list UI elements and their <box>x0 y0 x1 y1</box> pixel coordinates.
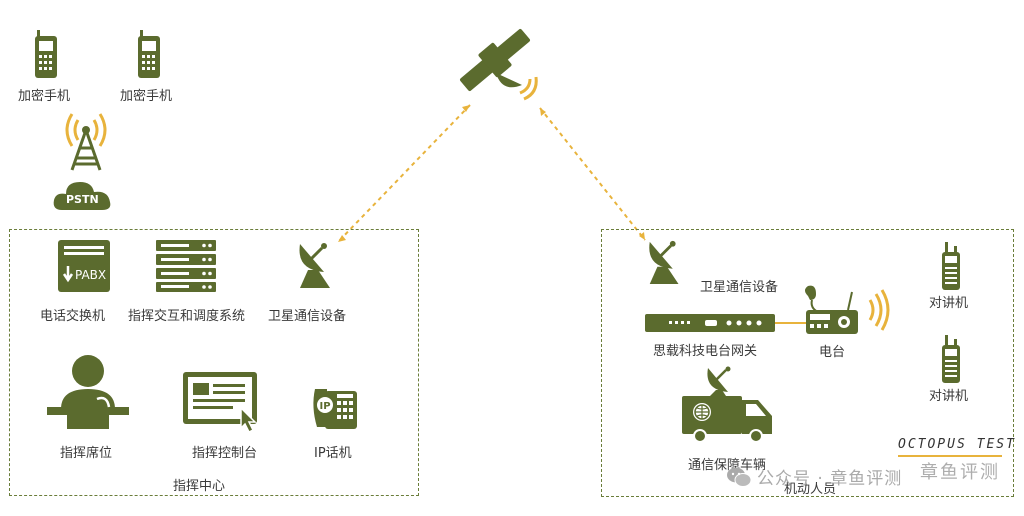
encrypted-phone-label-1: 加密手机 <box>18 89 71 104</box>
watermark-wechat: 公众号 · 章鱼评测 <box>757 469 903 489</box>
encrypted-phone-icon-2 <box>138 30 160 78</box>
radio-gateway-icon <box>645 314 775 332</box>
wechat-icon <box>727 467 752 487</box>
dispatch-label: 指挥交互和调度系统 <box>128 309 246 324</box>
walkie-talkie-icon-2 <box>942 335 960 383</box>
server-rack-icon <box>156 240 216 292</box>
mobile-satellite-dish-icon <box>649 240 679 285</box>
console-label: 指挥控制台 <box>192 446 258 461</box>
signal-waves-icon <box>868 289 890 331</box>
watermark-brand-cn: 章鱼评测 <box>920 462 1000 483</box>
radio-tower-icon <box>65 113 107 171</box>
encrypted-phone-label-2: 加密手机 <box>120 89 173 104</box>
radio-label: 电台 <box>819 345 846 360</box>
vehicle-label: 通信保障车辆 <box>688 458 767 473</box>
mobile-title: 机动人员 <box>784 482 837 497</box>
comm-vehicle-icon <box>682 366 772 443</box>
pabx-label: 电话交换机 <box>40 309 106 324</box>
pabx-icon <box>58 240 110 292</box>
command-center-title: 指挥中心 <box>173 479 226 494</box>
walkie-label-1: 对讲机 <box>929 296 969 311</box>
walkie-talkie-icon-1 <box>942 242 960 290</box>
command-center-frame <box>9 229 419 496</box>
gateway-label: 思载科技电台网关 <box>653 344 758 359</box>
pstn-cloud-icon <box>53 182 111 210</box>
operator-seat-icon <box>47 355 129 429</box>
command-satellite-label: 卫星通信设备 <box>268 309 347 324</box>
control-console-icon <box>183 372 257 434</box>
watermark-rule <box>898 455 1002 457</box>
pstn-label: PSTN <box>66 193 99 206</box>
svg-text:IP: IP <box>319 401 330 412</box>
satellite-dish-icon <box>299 243 330 288</box>
watermark-brand-en: OCTOPUS TEST <box>898 437 1016 452</box>
mobile-satellite-label: 卫星通信设备 <box>700 280 779 295</box>
ip-phone-icon: IP <box>313 389 357 429</box>
seat-label: 指挥席位 <box>60 446 113 461</box>
satellite-icon <box>460 28 538 101</box>
ipphone-label: IP话机 <box>314 446 352 461</box>
mobile-frame <box>601 229 1014 497</box>
pabx-text: PABX <box>75 268 107 282</box>
radio-station-icon <box>805 285 858 334</box>
encrypted-phone-icon-1 <box>35 30 57 78</box>
walkie-label-2: 对讲机 <box>929 389 969 404</box>
